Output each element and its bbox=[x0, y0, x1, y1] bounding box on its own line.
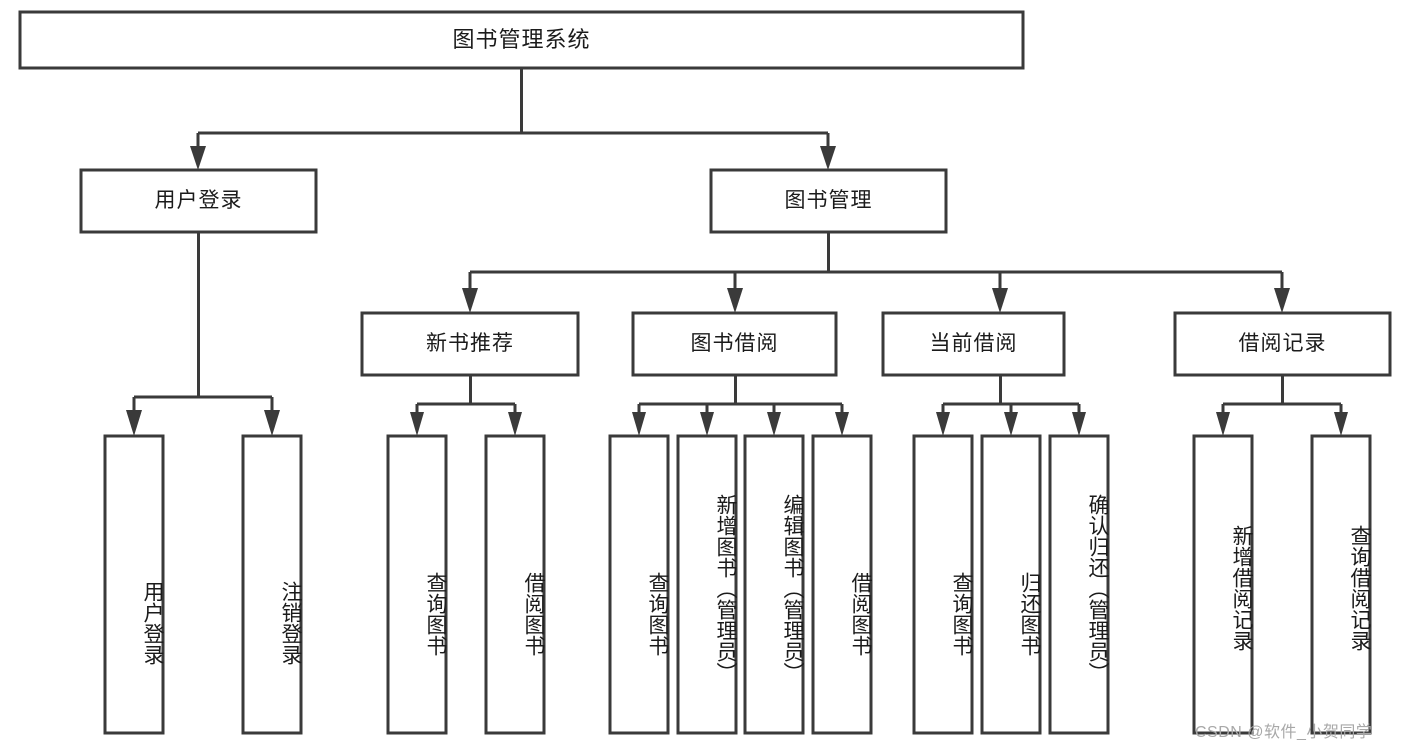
node-box-book-manage[interactable] bbox=[709, 168, 948, 234]
arrow-head-leaf-add-book bbox=[700, 412, 714, 436]
node-box-leaf-query-book-1[interactable] bbox=[386, 434, 448, 735]
node-box-leaf-add-book[interactable] bbox=[676, 434, 738, 735]
connector-group-root bbox=[190, 68, 836, 170]
node-box-leaf-edit-book[interactable] bbox=[743, 434, 805, 735]
arrow-head-leaf-query-borrow-record bbox=[1334, 412, 1348, 436]
arrow-head-book-manage bbox=[820, 146, 836, 170]
arrow-head-leaf-edit-book bbox=[767, 412, 781, 436]
connector-group-current-borrow bbox=[936, 375, 1086, 436]
node-box-leaf-query-book-3[interactable] bbox=[912, 434, 974, 735]
connector-group-new-book-recommend bbox=[410, 375, 522, 436]
connector-group-book-manage bbox=[462, 232, 1290, 313]
node-box-current-borrow[interactable] bbox=[881, 311, 1066, 377]
node-box-leaf-return-book[interactable] bbox=[980, 434, 1042, 735]
node-box-leaf-add-borrow-record[interactable] bbox=[1192, 434, 1254, 735]
arrow-head-leaf-query-book-1 bbox=[410, 412, 424, 436]
arrow-head-leaf-add-borrow-record bbox=[1216, 412, 1230, 436]
node-box-user-login[interactable] bbox=[79, 168, 318, 234]
arrow-head-user-login bbox=[190, 146, 206, 170]
node-box-root[interactable] bbox=[18, 10, 1025, 70]
node-box-new-book-recommend[interactable] bbox=[360, 311, 580, 377]
arrow-head-leaf-borrow-book-2 bbox=[835, 412, 849, 436]
arrow-head-leaf-user-logout bbox=[264, 410, 280, 436]
node-box-leaf-user-login[interactable] bbox=[103, 434, 165, 735]
arrow-head-leaf-borrow-book-1 bbox=[508, 412, 522, 436]
node-box-leaf-query-book-2[interactable] bbox=[608, 434, 670, 735]
arrow-head-leaf-query-book-3 bbox=[936, 412, 950, 436]
connector-group-user-login bbox=[126, 232, 280, 436]
arrow-head-leaf-query-book-2 bbox=[632, 412, 646, 436]
node-box-leaf-borrow-book-2[interactable] bbox=[811, 434, 873, 735]
arrow-head-leaf-return-book bbox=[1004, 412, 1018, 436]
arrow-head-current-borrow bbox=[992, 288, 1008, 313]
arrow-head-new-book-recommend bbox=[462, 288, 478, 313]
connector-group-book-borrow bbox=[632, 375, 849, 436]
arrow-head-borrow-record bbox=[1274, 288, 1290, 313]
node-box-leaf-borrow-book-1[interactable] bbox=[484, 434, 546, 735]
node-box-leaf-query-borrow-record[interactable] bbox=[1310, 434, 1372, 735]
arrow-head-leaf-user-login bbox=[126, 410, 142, 436]
connector-group-borrow-record bbox=[1216, 375, 1348, 436]
arrow-head-book-borrow bbox=[727, 288, 743, 313]
csdn-watermark: CSDN @软件_小贺同学 bbox=[1195, 724, 1373, 741]
node-box-borrow-record[interactable] bbox=[1173, 311, 1392, 377]
node-box-leaf-user-logout[interactable] bbox=[241, 434, 303, 735]
arrow-head-leaf-confirm-return bbox=[1072, 412, 1086, 436]
node-box-leaf-confirm-return[interactable] bbox=[1048, 434, 1110, 735]
node-box-book-borrow[interactable] bbox=[631, 311, 838, 377]
